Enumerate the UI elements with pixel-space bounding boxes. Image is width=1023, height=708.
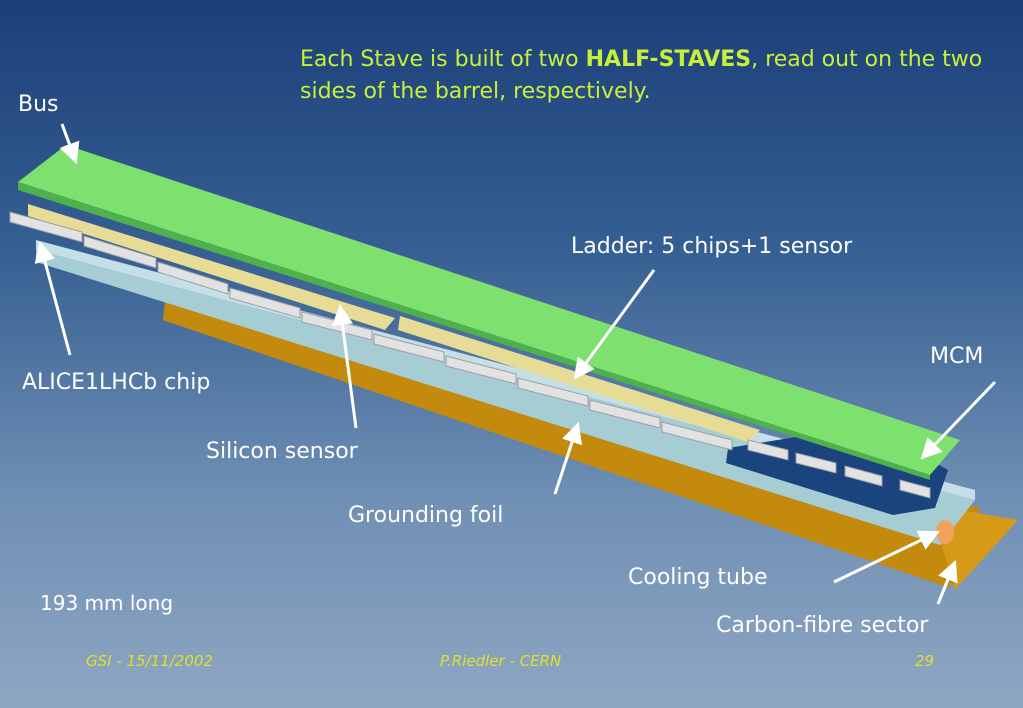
cooling-arrow — [833, 530, 940, 584]
chip — [661, 421, 733, 451]
chip — [445, 355, 517, 385]
cooling-label: Cooling tube — [628, 565, 768, 590]
mcm-chip — [899, 479, 931, 499]
chip — [9, 211, 83, 243]
chip — [517, 377, 589, 407]
chip-arrow — [34, 240, 72, 356]
headline: Each Stave is built of two HALF-STAVES, … — [300, 44, 1000, 108]
chip-label: ALICE1LHCb chip — [22, 370, 211, 395]
mcm-chip — [747, 439, 789, 461]
mcm-chip — [844, 465, 883, 487]
chip — [229, 287, 301, 319]
chip — [83, 235, 157, 269]
headline-text-after: , read out on the two sides of the barre… — [300, 47, 983, 104]
sensor-arrow — [332, 303, 358, 429]
footer-date: GSI - 15/11/2002 — [86, 652, 213, 670]
cooling-tube — [936, 520, 954, 544]
carbon-label: Carbon-fibre sector — [716, 613, 929, 638]
mcm-arrow — [920, 380, 997, 460]
foil-label: Grounding foil — [348, 503, 504, 528]
mcm-label: MCM — [930, 344, 984, 369]
footer-author: P.Riedler - CERN — [440, 652, 562, 670]
bus-label: Bus — [18, 92, 59, 117]
bus-arrow — [59, 123, 80, 164]
carbon-arrow — [936, 560, 958, 605]
chip — [589, 399, 661, 429]
length-label: 193 mm long — [40, 591, 174, 615]
headline-text-bold: HALF-STAVES — [585, 47, 752, 72]
chip — [157, 261, 229, 295]
sensor-label: Silicon sensor — [206, 439, 358, 464]
ladder-arrow — [573, 269, 656, 380]
chip — [373, 333, 445, 363]
bus — [18, 145, 960, 480]
ladder-label: Ladder: 5 chips+1 sensor — [571, 234, 853, 259]
headline-text-before: Each Stave is built of two — [300, 47, 586, 72]
page-number: 29 — [915, 652, 935, 670]
mcm-chip — [795, 452, 837, 474]
chips — [9, 211, 931, 499]
foil-arrow — [553, 422, 583, 495]
